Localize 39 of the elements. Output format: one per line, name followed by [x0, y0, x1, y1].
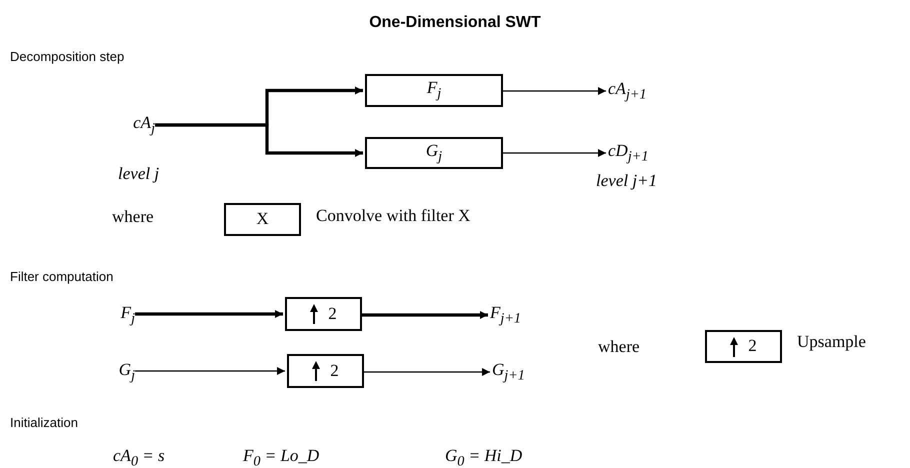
box-label: G$_{j}$ [426, 142, 442, 164]
box-label: 2 [748, 337, 757, 356]
level-label: level j+1 [596, 172, 658, 191]
description-text: Upsample [797, 333, 866, 352]
level-label: level j [118, 165, 160, 184]
box-label: 2 [330, 362, 339, 380]
arrow [503, 87, 606, 95]
upsampler-box [285, 297, 362, 331]
section-heading: Decomposition step [10, 50, 124, 64]
note-text: where [598, 338, 640, 357]
equation-text: G$_{0}$ = Hi_D [445, 447, 522, 468]
signal-label: cD$_{j+1}$ [608, 142, 648, 164]
note-text: where [112, 208, 154, 227]
box-label: X [256, 210, 269, 229]
upsampler-box [705, 330, 782, 363]
filter-box [365, 137, 503, 169]
arrow [364, 368, 490, 376]
upsampler-box [287, 354, 364, 388]
signal-label: G$_{j+1}$ [492, 360, 525, 384]
box-label: 2 [328, 304, 337, 324]
box-label: F$_{j}$ [426, 79, 442, 102]
equation-text: cA$_{0}$ = s [113, 447, 165, 468]
signal-label: G$_{j}$ [118, 360, 135, 384]
arrow [135, 310, 283, 318]
filter-box [224, 203, 301, 236]
section-heading: Initialization [10, 416, 78, 430]
arrow [503, 149, 606, 157]
equation-text: F$_{0}$ = Lo_D [243, 447, 320, 468]
section-heading: Filter computation [10, 270, 114, 284]
signal-label: cA$_{j}$ [133, 114, 155, 136]
arrow [362, 311, 488, 319]
signal-label: F$_{j}$ [120, 304, 135, 326]
filter-box [365, 74, 503, 107]
description-text: Convolve with filter X [316, 207, 470, 226]
signal-label: cA$_{j+1}$ [608, 80, 647, 102]
arrow [135, 367, 285, 375]
arrow [155, 123, 363, 157]
signal-label: F$_{j+1}$ [490, 304, 521, 326]
diagram-title: One-Dimensional SWT [368, 14, 542, 32]
